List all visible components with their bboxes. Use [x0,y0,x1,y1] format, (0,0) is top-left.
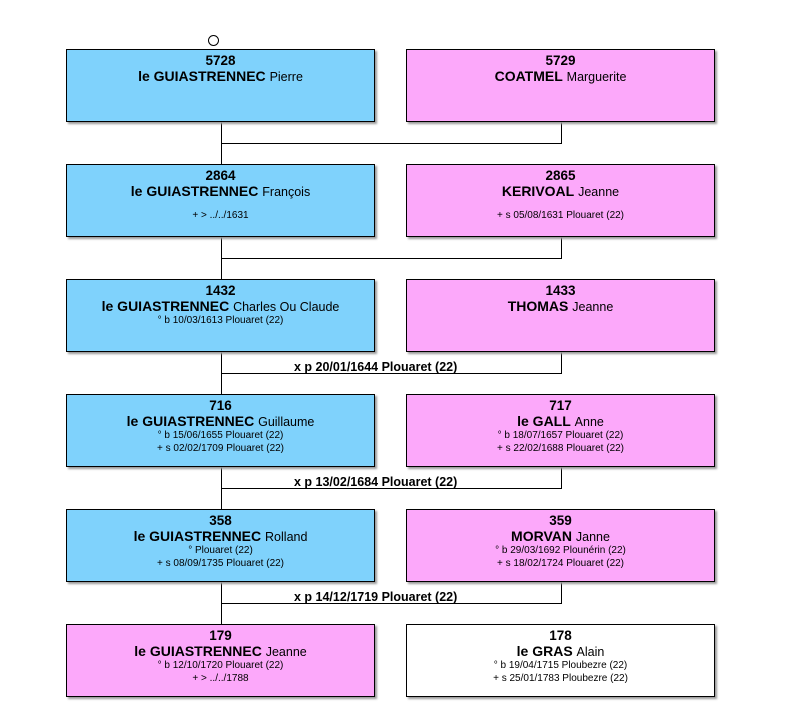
person-number: 5729 [545,53,576,68]
person-number: 2864 [205,168,236,183]
person-box-father[interactable]: 2864 le GUIASTRENNEC François + > ../../… [66,164,375,237]
person-name: THOMAS Jeanne [407,298,714,315]
root-marker-icon [208,35,219,46]
person-number: 716 [209,398,232,413]
connector-horizontal-0 [221,143,562,144]
person-surname: le GALL [517,413,571,429]
person-given-name: François [262,185,311,199]
person-box-subject[interactable]: 179 le GUIASTRENNEC Jeanne ° b 12/10/172… [66,624,375,697]
connector-vertical-mother-4 [561,582,562,604]
person-name: le GUIASTRENNEC François [67,183,374,200]
person-birth: ° b 18/07/1657 Plouaret (22) [497,430,624,441]
person-death: + s 22/02/1688 Plouaret (22) [496,442,625,454]
person-birth: ° b 19/04/1715 Ploubezre (22) [493,660,628,671]
person-given-name: Charles Ou Claude [233,300,340,314]
connector-horizontal-1 [221,258,562,259]
person-death: + > ../../1631 [192,210,249,221]
person-number: 358 [209,513,232,528]
person-given-name: Jeanne [578,185,620,199]
person-box-mother[interactable]: 717 le GALL Anne ° b 18/07/1657 Plouaret… [406,394,715,467]
person-box-father[interactable]: 358 le GUIASTRENNEC Rolland ° Plouaret (… [66,509,375,582]
person-death: + s 08/09/1735 Plouaret (22) [156,557,285,569]
person-surname: le GRAS [516,643,573,659]
person-number: 717 [549,398,572,413]
connector-horizontal-4 [221,603,562,604]
person-surname: le GUIASTRENNEC [130,183,259,199]
person-death: + s 02/02/1709 Plouaret (22) [156,442,285,454]
person-box-father[interactable]: 1432 le GUIASTRENNEC Charles Ou Claude °… [66,279,375,352]
person-box-spouse[interactable]: 178 le GRAS Alain ° b 19/04/1715 Ploubez… [406,624,715,697]
person-surname: le GUIASTRENNEC [138,68,266,84]
person-birth: ° b 15/06/1655 Plouaret (22) [157,430,284,441]
person-number: 178 [549,628,572,643]
person-number: 179 [209,628,232,643]
person-birth: ° b 29/03/1692 Plounérin (22) [495,545,626,556]
person-surname: MORVAN [511,528,572,544]
connector-vertical-mother-2 [561,352,562,374]
person-death: + s 18/02/1724 Plouaret (22) [496,557,625,569]
person-surname: THOMAS [507,298,569,314]
person-box-father[interactable]: 716 le GUIASTRENNEC Guillaume ° b 15/06/… [66,394,375,467]
connector-vertical-mother-0 [561,122,562,144]
person-name: COATMEL Marguerite [407,68,714,85]
person-box-mother[interactable]: 359 MORVAN Janne ° b 29/03/1692 Plounéri… [406,509,715,582]
marriage-label: x p 20/01/1644 Plouaret (22) [294,360,458,374]
person-death: + s 05/08/1631 Plouaret (22) [496,210,625,221]
person-given-name: Janne [575,530,610,544]
person-given-name: Alain [576,645,605,659]
person-surname: KERIVOAL [501,183,575,199]
person-given-name: Guillaume [258,415,315,429]
person-number: 2865 [545,168,576,183]
person-number: 1432 [205,283,236,298]
person-given-name: Pierre [269,70,303,84]
person-death: + > ../../1788 [192,672,249,684]
person-name: le GRAS Alain [407,643,714,660]
connector-vertical-mother-3 [561,467,562,489]
person-box-mother[interactable]: 1433 THOMAS Jeanne [406,279,715,352]
person-given-name: Jeanne [265,645,307,659]
person-given-name: Anne [574,415,604,429]
person-birth: ° Plouaret (22) [188,545,253,556]
person-number: 359 [549,513,572,528]
person-name: le GUIASTRENNEC Rolland [67,528,374,545]
person-surname: le GUIASTRENNEC [126,413,255,429]
person-surname: le GUIASTRENNEC [101,298,230,314]
person-number: 1433 [545,283,576,298]
person-birth: ° b 10/03/1613 Plouaret (22) [157,315,284,326]
person-name: le GALL Anne [407,413,714,430]
person-given-name: Rolland [265,530,308,544]
person-name: le GUIASTRENNEC Jeanne [67,643,374,660]
person-given-name: Marguerite [566,70,627,84]
connector-vertical-mother-1 [561,237,562,259]
person-name: KERIVOAL Jeanne [407,183,714,200]
person-surname: le GUIASTRENNEC [134,643,262,659]
person-number: 5728 [205,53,236,68]
person-birth: ° b 12/10/1720 Plouaret (22) [157,660,284,671]
connector-horizontal-3 [221,488,562,489]
person-death: + s 25/01/1783 Ploubezre (22) [493,672,628,684]
person-box-father[interactable]: 5728 le GUIASTRENNEC Pierre [66,49,375,122]
marriage-label: x p 14/12/1719 Plouaret (22) [294,590,458,604]
person-name: MORVAN Janne [407,528,714,545]
person-box-mother[interactable]: 2865 KERIVOAL Jeanne + s 05/08/1631 Plou… [406,164,715,237]
connector-horizontal-2 [221,373,562,374]
person-surname: le GUIASTRENNEC [133,528,262,544]
person-surname: COATMEL [494,68,563,84]
person-box-mother[interactable]: 5729 COATMEL Marguerite [406,49,715,122]
marriage-label: x p 13/02/1684 Plouaret (22) [294,475,458,489]
person-name: le GUIASTRENNEC Charles Ou Claude [67,298,374,315]
person-name: le GUIASTRENNEC Pierre [67,68,374,85]
person-name: le GUIASTRENNEC Guillaume [67,413,374,430]
person-given-name: Jeanne [572,300,614,314]
